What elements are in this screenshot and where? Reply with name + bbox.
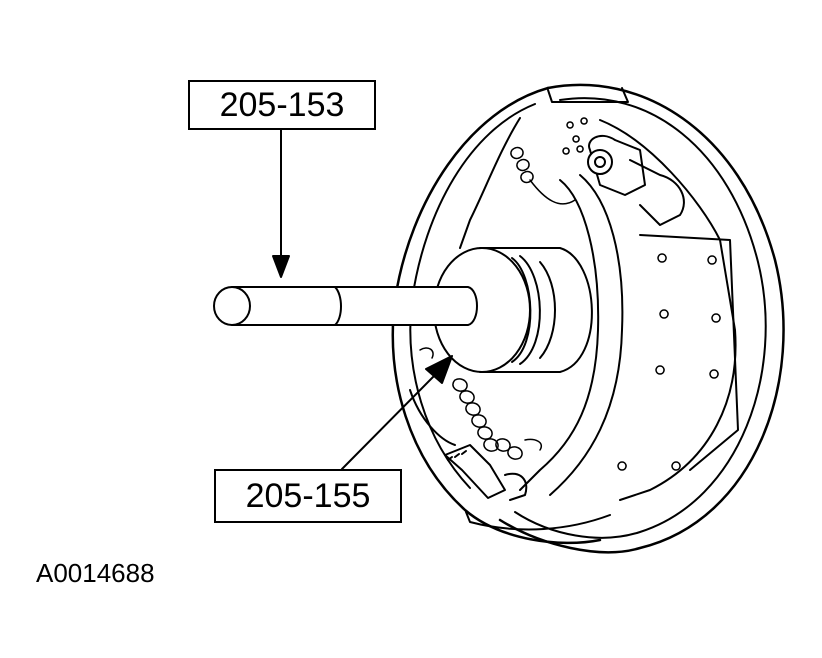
tool-callout-205-153: 205-153 [188, 80, 376, 130]
arrow-205-155 [341, 355, 453, 470]
lining-rivets [617, 253, 721, 471]
anchor-pin [587, 134, 685, 226]
brake-drum [498, 83, 785, 554]
handle-shaft-tool [213, 286, 478, 326]
arrow-205-153 [272, 129, 290, 278]
brake-shoe [519, 117, 739, 501]
tool-callout-205-155-text: 205-155 [245, 476, 371, 515]
tool-callout-205-155: 205-155 [214, 469, 402, 523]
bearing-cup-tool [433, 247, 593, 373]
upper-return-spring [510, 146, 576, 205]
adjuster-lever [444, 444, 528, 501]
lower-return-spring [419, 347, 542, 460]
figure-reference-id: A0014688 [36, 558, 155, 588]
tool-callout-205-153-text: 205-153 [219, 85, 345, 124]
